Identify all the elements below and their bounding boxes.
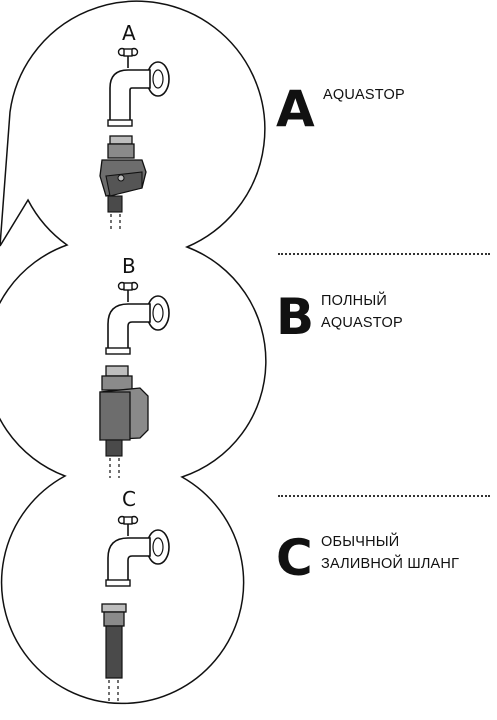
legend-text-c: ОБЫЧНЫЙ ЗАЛИВНОЙ ШЛАНГ bbox=[321, 531, 459, 575]
legend-text-c-line-2: ЗАЛИВНОЙ ШЛАНГ bbox=[321, 556, 460, 572]
tap-c bbox=[105, 515, 170, 587]
legend-letter-a: A bbox=[276, 80, 315, 138]
tap-a bbox=[107, 47, 170, 127]
callout-bubble-outline bbox=[0, 0, 267, 705]
tap-b bbox=[105, 281, 170, 355]
legend-text-a: AQUASTOP bbox=[323, 84, 405, 106]
legend-letter-c: C bbox=[276, 529, 313, 587]
plain-hose-c bbox=[101, 603, 127, 702]
aquastop-valve-a bbox=[99, 135, 147, 232]
legend-text-b-line-1: ПОЛНЫЙ bbox=[321, 293, 387, 309]
circle-label-c: C bbox=[122, 487, 136, 511]
full-aquastop-box-b bbox=[99, 365, 149, 478]
legend-text-b: ПОЛНЫЙ AQUASTOP bbox=[321, 290, 403, 334]
legend-text-a-line-1: AQUASTOP bbox=[323, 87, 405, 103]
separator-2 bbox=[278, 495, 490, 497]
circle-label-b: B bbox=[122, 254, 136, 278]
separator-1 bbox=[278, 253, 490, 255]
circle-label-a: A bbox=[122, 21, 136, 45]
legend-text-c-line-1: ОБЫЧНЫЙ bbox=[321, 534, 400, 550]
legend-letter-b: B bbox=[276, 288, 315, 346]
legend-text-b-line-2: AQUASTOP bbox=[321, 315, 403, 331]
